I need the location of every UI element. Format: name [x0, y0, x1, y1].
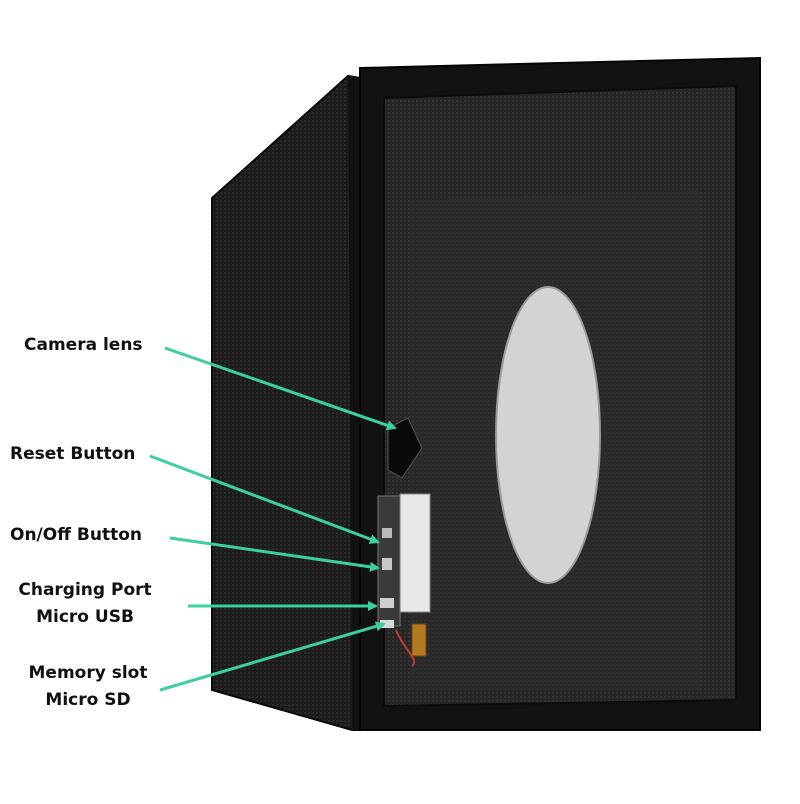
charging-port-text-line2: Micro USB — [36, 607, 134, 627]
camera-lens-label: Camera lens — [24, 332, 143, 359]
circuit-board — [399, 493, 431, 613]
charging-port-text-line1: Charging Port — [18, 580, 152, 600]
tissue-opening — [495, 286, 601, 584]
reset-button-label: Reset Button — [10, 441, 135, 468]
memory-slot-label: Memory slot Micro SD — [20, 660, 156, 714]
box-side-panel — [211, 74, 373, 731]
onoff-button-component — [382, 558, 392, 570]
camera-lens-housing — [387, 417, 423, 479]
camera-lens-text: Camera lens — [24, 335, 143, 355]
reset-button-text: Reset Button — [10, 444, 136, 464]
charging-port-label: Charging Port Micro USB — [10, 577, 160, 631]
camera-lens-arrow — [164, 346, 397, 431]
battery — [411, 623, 427, 657]
reset-button-arrow — [149, 454, 380, 544]
reset-button-component — [382, 528, 392, 538]
memory-slot-text-line2: Micro SD — [45, 690, 131, 710]
usb-port-component — [380, 598, 394, 608]
memory-slot-arrow — [159, 621, 386, 692]
onoff-button-label: On/Off Button — [10, 522, 142, 549]
onoff-button-arrow — [169, 536, 380, 572]
battery-wires — [395, 629, 415, 667]
sd-slot-component — [380, 620, 394, 628]
onoff-button-text: On/Off Button — [10, 525, 142, 545]
memory-slot-text-line1: Memory slot — [28, 663, 148, 683]
